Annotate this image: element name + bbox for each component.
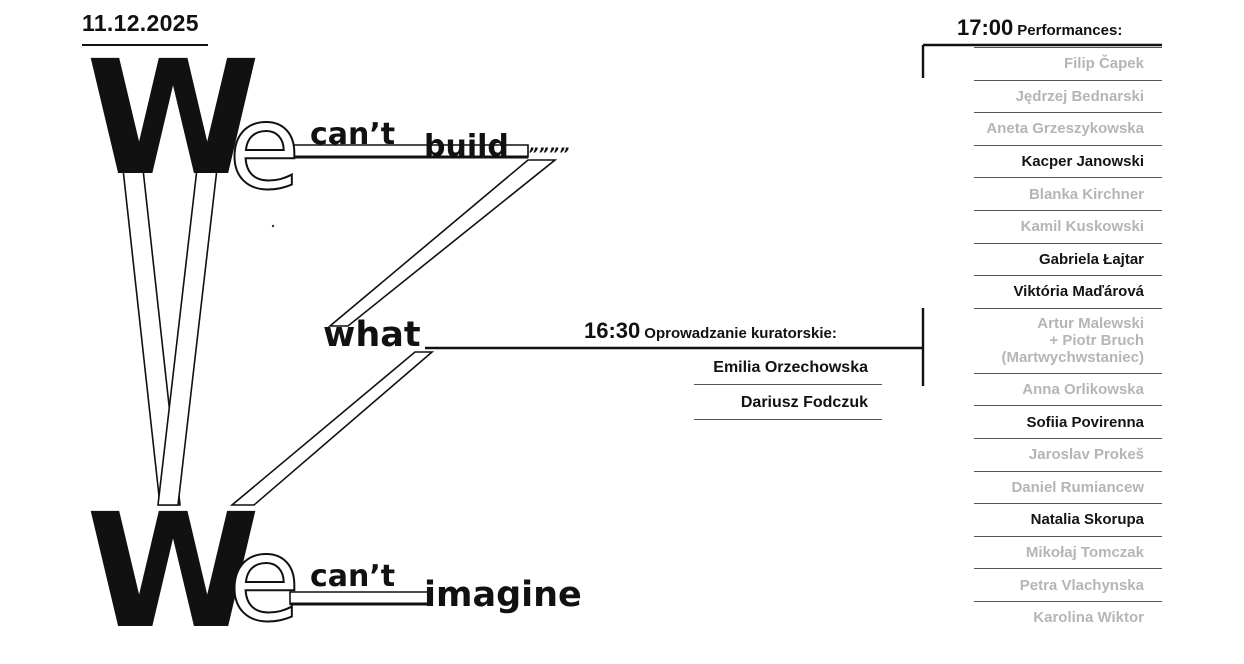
performer-item: Daniel Rumiancew: [974, 470, 1162, 504]
performer-item: Blanka Kirchner: [974, 177, 1162, 210]
performer-item: Kacper Janowski: [974, 144, 1162, 178]
performer-name: Jędrzej Bednarski: [1015, 87, 1144, 105]
performer-name: Kamil Kuskowski: [1020, 218, 1144, 236]
bottom-cant-word: canʼt: [310, 559, 396, 594]
performer-name: Jaroslav Prokeš: [1028, 446, 1144, 464]
performer-name: Natalia Skorupa: [1030, 511, 1144, 529]
curator-name: Emilia Orzechowska: [694, 353, 882, 385]
curatorial-time: 16:30: [584, 318, 641, 343]
event-date: 11.12.2025: [82, 10, 199, 36]
performer-name: Karolina Wiktor: [1033, 609, 1144, 627]
top-w-letter: W: [86, 27, 260, 211]
poster-graphics: [121, 43, 1162, 606]
performer-item: Petra Vlachynska: [974, 568, 1162, 601]
quote-marks: ˮˮˮˮ: [528, 144, 570, 163]
performer-item: Sofiia Povirenna: [974, 405, 1162, 438]
performer-name: Filip Čapek: [1063, 55, 1144, 73]
top-cant-word: canʼt: [310, 117, 396, 152]
what-word: what: [323, 315, 421, 355]
performer-name: Daniel Rumiancew: [1011, 478, 1144, 496]
performer-name: Petra Vlachynska: [1019, 576, 1144, 594]
v-bar-left: [121, 159, 181, 506]
performer-item: Mikołaj Tomczak: [974, 535, 1162, 569]
performer-name: + Piotr Bruch: [1049, 332, 1144, 350]
performer-item: Natalia Skorupa: [974, 503, 1162, 536]
diagonal-build-what: [327, 159, 558, 327]
curator-name: Dariusz Fodczuk: [694, 388, 882, 420]
performer-item: Gabriela Łajtar: [974, 242, 1162, 276]
performer-item: Aneta Grzeszykowska: [974, 112, 1162, 145]
performer-item: Jaroslav Prokeš: [974, 438, 1162, 471]
date-underline: [82, 44, 208, 46]
performer-item: Karolina Wiktor: [974, 601, 1162, 634]
performer-name: Aneta Grzeszykowska: [986, 120, 1144, 138]
imagine-word: imagine: [424, 575, 582, 615]
performances-label: Performances:: [1017, 22, 1123, 39]
curatorial-label: Oprowadzanie kuratorskie:: [644, 325, 837, 342]
performer-name: Artur Malewski: [1037, 315, 1144, 333]
performer-item: Filip Čapek: [974, 47, 1162, 80]
bottom-e-letter: e: [227, 510, 302, 648]
performer-name: Kacper Janowski: [1021, 153, 1144, 171]
performer-name: Mikołaj Tomczak: [1025, 544, 1144, 562]
build-word: build: [424, 129, 509, 164]
performer-item: Jędrzej Bednarski: [974, 79, 1162, 113]
top-e-letter: e: [227, 78, 302, 216]
performer-item: Anna Orlikowska: [974, 372, 1162, 406]
performer-item: Viktória Maďárová: [974, 275, 1162, 308]
diagonal-what-imagine: [229, 351, 435, 506]
performer-name: Gabriela Łajtar: [1038, 250, 1144, 268]
performer-name: Blanka Kirchner: [1028, 185, 1144, 203]
performer-name: Viktória Maďárová: [1013, 283, 1144, 301]
performer-name: Sofiia Povirenna: [1026, 413, 1144, 431]
performer-name: (Martwychwstaniec): [1001, 349, 1144, 367]
performances-time: 17:00: [957, 15, 1014, 40]
performer-item: Kamil Kuskowski: [974, 210, 1162, 243]
performer-item: Artur Malewski+ Piotr Bruch(Martwychwsta…: [974, 307, 1162, 373]
bottom-w-letter: W: [86, 480, 260, 664]
performer-name: Anna Orlikowska: [1022, 381, 1144, 399]
stray-dot: [271, 224, 275, 228]
v-bar-right: [157, 159, 219, 506]
